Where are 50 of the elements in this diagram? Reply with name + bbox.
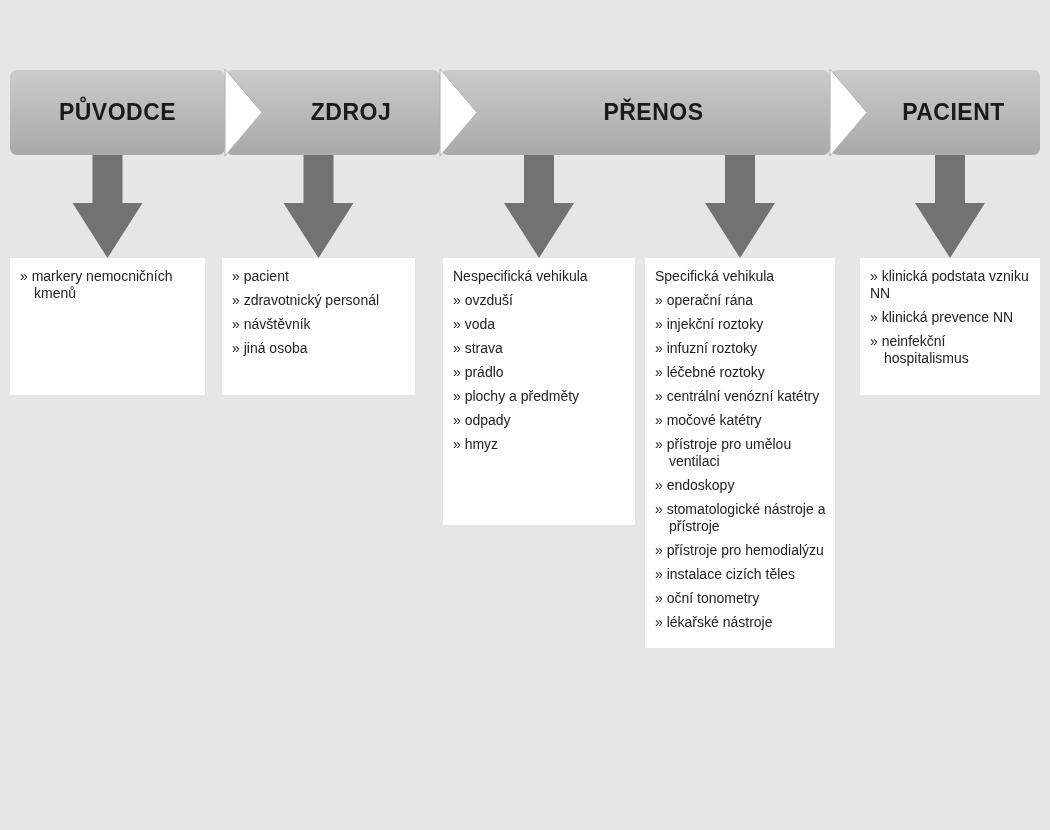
down-arrow (915, 155, 985, 258)
list-item: » návštěvník (232, 316, 312, 333)
list-heading: Nespecifická vehikula (453, 268, 589, 285)
list-item: » ovzduší (453, 292, 514, 309)
list-item: » prádlo (453, 364, 505, 381)
chevron-arrow (439, 68, 478, 157)
list-item: » oční tonometry (655, 590, 761, 607)
stage-label: ZDROJ (310, 99, 392, 126)
list-item: » neinfekční hospitalismus (870, 333, 970, 367)
list-item: » zdravotnický personál (232, 292, 381, 309)
chevron-arrow (224, 68, 263, 157)
text-box (222, 258, 415, 395)
list-item: » injekční roztoky (655, 316, 765, 333)
list-item: » močové katétry (655, 412, 763, 429)
text-box (645, 258, 835, 648)
stage-banner (226, 70, 440, 155)
stage-banner (10, 70, 225, 155)
stage-label: PACIENT (902, 99, 1005, 126)
list-item: » infuzní roztoky (655, 340, 758, 357)
list-item: » přístroje pro umělou ventilaci (655, 436, 793, 470)
list-item: » klinická prevence NN (870, 309, 1015, 326)
text-box (10, 258, 205, 395)
list-item: » markery nemocničních kmenů (20, 268, 174, 302)
list-item: » strava (453, 340, 504, 357)
list-item: » centrální venózní katétry (655, 388, 821, 405)
down-arrow (705, 155, 775, 258)
list-heading: Specifická vehikula (655, 268, 776, 285)
list-item: » pacient (232, 268, 290, 285)
down-arrow (504, 155, 574, 258)
list-item: » hmyz (453, 436, 500, 453)
stage-banner (441, 70, 830, 155)
text-box (860, 258, 1040, 395)
down-arrow (72, 155, 143, 258)
list-item: » lékařské nástroje (655, 614, 774, 631)
list-item: » odpady (453, 412, 512, 429)
list-item: » operační rána (655, 292, 755, 309)
list-item: » plochy a předměty (453, 388, 581, 405)
text-box (443, 258, 635, 525)
stage-banner (831, 70, 1040, 155)
list-item: » přístroje pro hemodialýzu (655, 542, 825, 559)
down-arrow (283, 155, 354, 258)
stage-label: PŘENOS (603, 99, 704, 126)
chevron-arrow (829, 68, 868, 157)
list-item: » stomatologické nástroje a přístroje (655, 501, 827, 535)
list-item: » endoskopy (655, 477, 736, 494)
list-item: » instalace cizích těles (655, 566, 797, 583)
list-item: » jiná osoba (232, 340, 309, 357)
list-item: » voda (453, 316, 497, 333)
list-item: » léčebné roztoky (655, 364, 766, 381)
list-heading: » klinická podstata vzniku NN (870, 268, 1030, 302)
